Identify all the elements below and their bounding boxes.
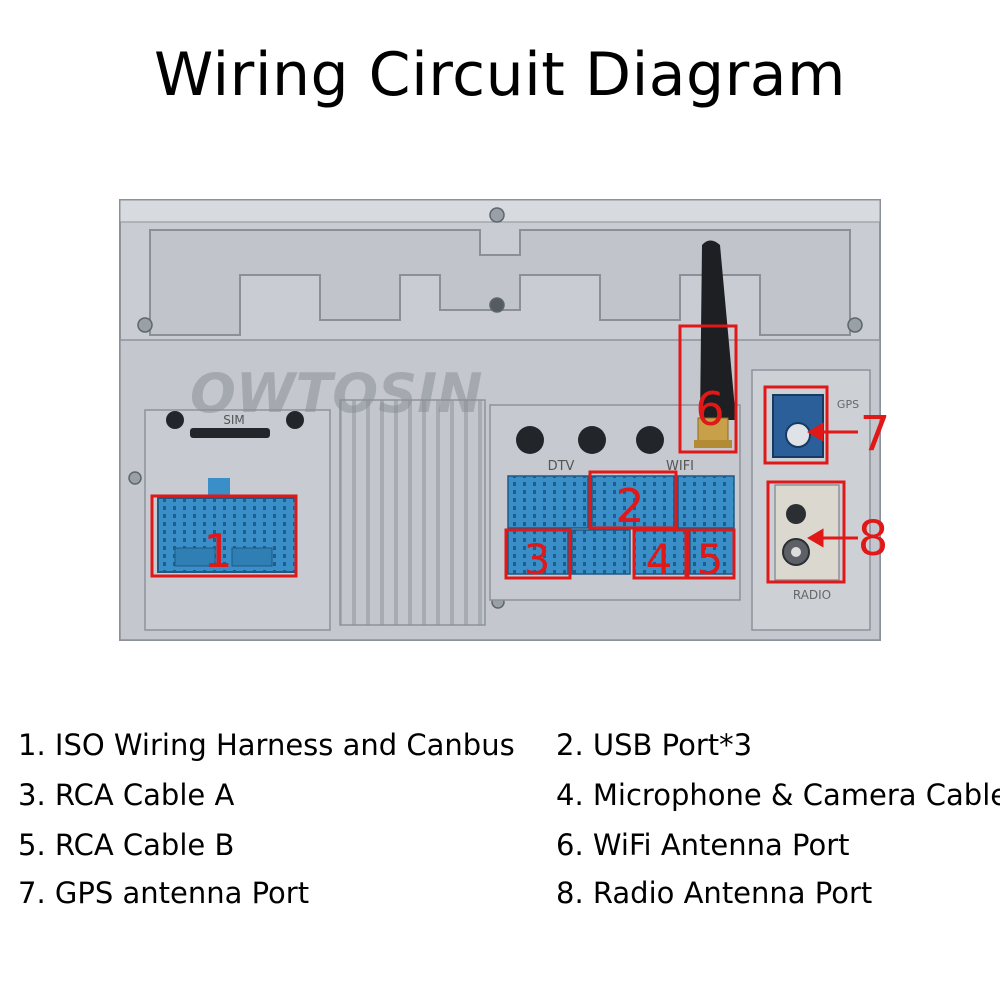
legend-item-5: 5. RCA Cable B — [18, 828, 235, 862]
legend-item-8: 8. Radio Antenna Port — [556, 876, 873, 910]
connector-rca-b — [689, 529, 735, 575]
callout-boxes — [150, 324, 846, 584]
legend-item-4: 4. Microphone & Camera Cable — [556, 778, 1000, 812]
sim-slot[interactable] — [190, 428, 270, 438]
watermark-logo: OWTOSIN — [190, 362, 482, 425]
wifi-label: WIFI — [666, 459, 694, 474]
gps-label: GPS — [837, 398, 859, 411]
callout-number-1: 1 — [203, 524, 232, 578]
connector-dtv — [507, 475, 589, 529]
legend-item-7: 7. GPS antenna Port — [18, 876, 310, 910]
callout-box-7 — [763, 385, 829, 465]
dtv-label: DTV — [548, 459, 575, 474]
callout-box-4 — [632, 528, 688, 580]
callout-number-8: 8 — [858, 511, 889, 567]
callout-box-5 — [686, 528, 736, 580]
legend-item-1: 1. ISO Wiring Harness and Canbus — [18, 728, 515, 762]
sim-label: SIM — [223, 413, 245, 427]
callout-number-3: 3 — [524, 535, 551, 584]
connector-aux — [571, 529, 631, 575]
callout-number-2: 2 — [615, 479, 644, 533]
heat-sink — [339, 399, 486, 626]
callout-number-7: 7 — [860, 406, 891, 462]
callout-box-2 — [588, 470, 678, 530]
callout-box-1 — [150, 494, 298, 578]
legend-item-6: 6. WiFi Antenna Port — [556, 828, 850, 862]
callout-number-4: 4 — [646, 535, 673, 584]
callout-box-6 — [678, 324, 738, 454]
connector-wifi — [677, 475, 735, 529]
antenna-panel — [751, 369, 871, 631]
callout-box-3 — [504, 528, 572, 580]
wifi-antenna[interactable] — [694, 240, 736, 449]
legend-item-3: 3. RCA Cable A — [18, 778, 235, 812]
legend-item-2: 2. USB Port*3 — [556, 728, 753, 762]
connector-usb — [591, 475, 675, 529]
blue-connectors[interactable] — [507, 475, 735, 575]
connector-rca-a — [507, 529, 569, 575]
callout-number-5: 5 — [697, 535, 724, 584]
callout-numbers: 1 2 3 4 5 6 7 8 — [203, 382, 890, 584]
callout-arrows — [807, 422, 858, 548]
iso-connector[interactable] — [157, 478, 297, 573]
diagram-title: Wiring Circuit Diagram — [153, 40, 846, 110]
callout-number-6: 6 — [695, 382, 724, 436]
radio-label: RADIO — [793, 588, 831, 602]
callout-box-8 — [766, 480, 846, 584]
radio-port[interactable] — [774, 484, 840, 581]
